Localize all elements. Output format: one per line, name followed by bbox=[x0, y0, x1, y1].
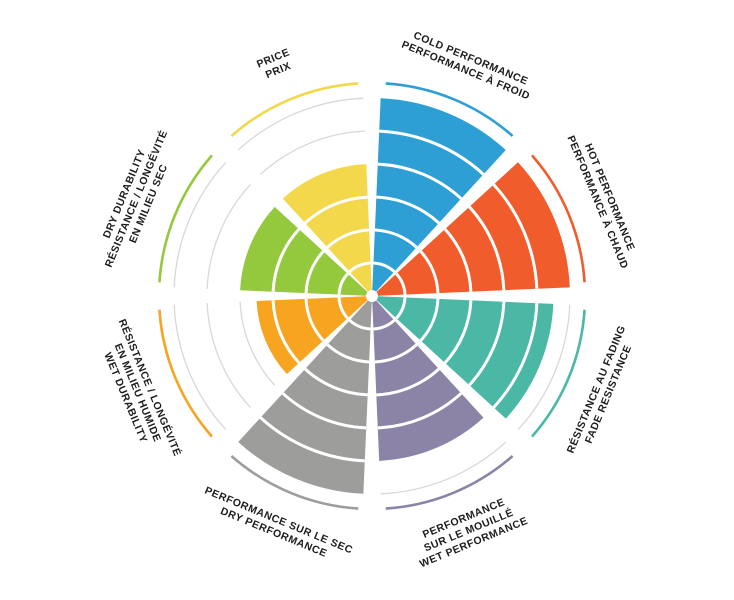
cold-performance-ring-4 bbox=[377, 162, 463, 200]
fade-resistance-ring-3 bbox=[443, 300, 473, 364]
dry-durability-ring-5 bbox=[206, 184, 251, 289]
price-ring-3 bbox=[304, 195, 368, 225]
cold-performance-ring-3 bbox=[376, 195, 440, 225]
wet-durability-max-arc bbox=[158, 309, 213, 438]
price-ring-2 bbox=[326, 228, 370, 249]
wet-durability-ring-5 bbox=[206, 303, 251, 408]
wet-performance-ring-2 bbox=[374, 343, 418, 364]
price-ring-1 bbox=[348, 261, 371, 273]
dry-performance-ring-3 bbox=[304, 367, 368, 397]
hot-performance-ring-5 bbox=[492, 183, 539, 289]
hot-performance-ring-1 bbox=[395, 272, 407, 295]
dry-durability-ring-3 bbox=[271, 228, 301, 292]
fade-resistance-ring-2 bbox=[419, 298, 440, 342]
cold-performance-ring-1 bbox=[373, 261, 396, 273]
fade-resistance-ring-6 bbox=[517, 304, 571, 431]
wet-performance-ring-4 bbox=[377, 392, 463, 430]
wet-durability-ring-4 bbox=[239, 301, 276, 386]
price-max-arc bbox=[230, 82, 359, 137]
cold-performance-ring-5 bbox=[379, 129, 485, 176]
cold-performance-ring-2 bbox=[374, 228, 418, 249]
fade-resistance-ring-5 bbox=[492, 303, 539, 409]
dry-performance-ring-5 bbox=[259, 416, 365, 463]
price-wedge bbox=[282, 164, 372, 296]
hot-performance-ring-3 bbox=[443, 228, 473, 292]
cold-performance-max-arc bbox=[385, 82, 514, 137]
dry-performance-ring-2 bbox=[326, 343, 370, 364]
dry-durability-ring-2 bbox=[304, 250, 325, 294]
dry-durability-max-arc bbox=[158, 154, 213, 283]
fade-resistance-ring-1 bbox=[395, 297, 407, 320]
hot-performance-ring-2 bbox=[419, 250, 440, 294]
dry-performance-wedge bbox=[238, 296, 372, 494]
wet-durability-ring-1 bbox=[337, 297, 349, 320]
dry-durability-wedge bbox=[240, 206, 372, 296]
dry-performance-max-arc bbox=[230, 455, 359, 510]
wet-durability-ring-3 bbox=[271, 300, 301, 364]
hot-performance-max-arc bbox=[531, 154, 586, 283]
wet-durability-wedge bbox=[256, 296, 372, 375]
wet-performance-ring-1 bbox=[373, 319, 396, 331]
wet-durability-ring-2 bbox=[304, 298, 325, 342]
wet-performance-ring-6 bbox=[380, 441, 507, 495]
price-ring-5 bbox=[260, 130, 365, 175]
hot-performance-wedge bbox=[372, 162, 570, 296]
center-hub bbox=[366, 290, 378, 302]
dry-durability-ring-6 bbox=[173, 161, 227, 288]
hot-performance-ring-4 bbox=[468, 205, 506, 291]
wet-durability-ring-6 bbox=[173, 304, 227, 431]
fade-resistance-max-arc bbox=[531, 309, 586, 438]
dry-performance-ring-4 bbox=[281, 392, 367, 430]
wet-performance-ring-3 bbox=[376, 367, 440, 397]
price-ring-6 bbox=[237, 97, 364, 151]
dry-durability-ring-1 bbox=[337, 272, 349, 295]
cold-performance-wedge bbox=[372, 98, 506, 296]
wet-performance-max-arc bbox=[385, 455, 514, 510]
fade-resistance-ring-4 bbox=[468, 301, 506, 387]
dry-performance-ring-1 bbox=[348, 319, 371, 331]
